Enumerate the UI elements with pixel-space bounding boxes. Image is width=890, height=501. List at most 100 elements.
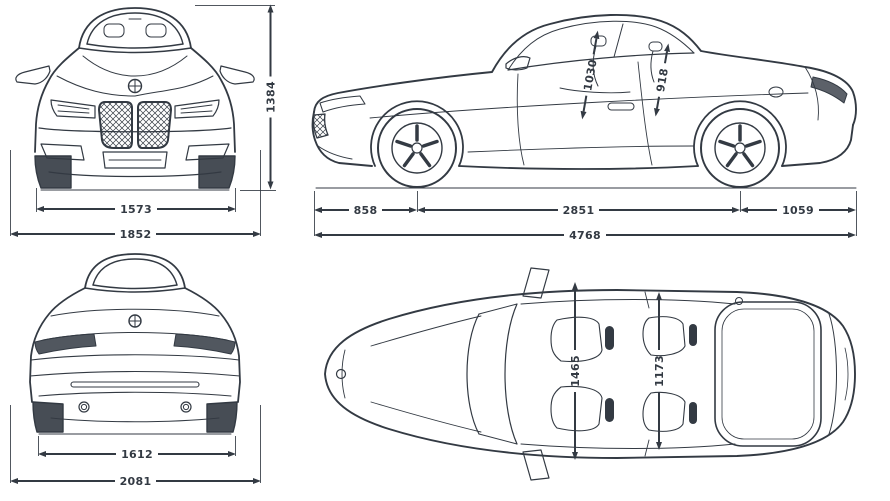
arrowhead-left-icon bbox=[10, 478, 18, 484]
kidney-grille bbox=[98, 101, 172, 149]
arrowhead-left-icon bbox=[572, 452, 578, 460]
extension-line bbox=[235, 436, 236, 456]
side-mirrors bbox=[522, 267, 550, 481]
dim-label: 1059 bbox=[782, 203, 814, 217]
arrowhead-left-icon bbox=[656, 442, 662, 450]
extension-line bbox=[36, 188, 37, 212]
dim-label: 1384 bbox=[264, 81, 277, 113]
arrowhead-right-icon bbox=[267, 4, 274, 13]
arrowhead-left-icon bbox=[652, 108, 660, 117]
rear-wheel bbox=[700, 108, 780, 188]
front-tires bbox=[34, 155, 236, 189]
dim-line bbox=[425, 209, 558, 211]
dim-line bbox=[574, 289, 576, 351]
dim-rear-interior-width: 1173 bbox=[652, 291, 666, 450]
dim-rear-overall-width: 2081 bbox=[10, 474, 262, 488]
bmw-roundel-icon bbox=[128, 314, 142, 328]
side-view-drawing bbox=[311, 13, 857, 189]
dim-line bbox=[582, 95, 588, 112]
tail-seams bbox=[828, 313, 849, 435]
front-wheel bbox=[377, 108, 457, 188]
front-view-drawing bbox=[15, 7, 255, 191]
dim-overall-length: 4768 bbox=[314, 228, 857, 242]
body-sides bbox=[34, 47, 236, 153]
rear-tires bbox=[32, 401, 238, 433]
dim-line bbox=[664, 51, 668, 64]
dim-line bbox=[18, 233, 115, 235]
rear-seats bbox=[642, 316, 697, 432]
arrowhead-right-icon bbox=[572, 281, 578, 290]
dim-label: 4768 bbox=[569, 228, 601, 242]
arrowhead-right-icon bbox=[593, 30, 601, 40]
headlights bbox=[50, 99, 220, 119]
hood-creases bbox=[370, 315, 482, 433]
arrowhead-right-icon bbox=[253, 231, 262, 237]
arrowhead-right-icon bbox=[656, 291, 662, 300]
top-view-drawing bbox=[324, 267, 856, 481]
dim-line bbox=[382, 209, 409, 211]
exhaust-tips bbox=[78, 401, 192, 413]
headlight bbox=[319, 95, 366, 113]
tail-lights bbox=[34, 333, 236, 355]
dim-label: 1612 bbox=[121, 447, 153, 461]
fuel-cap bbox=[735, 297, 743, 305]
rear-view-drawing bbox=[29, 253, 241, 435]
arrowhead-right-icon bbox=[848, 207, 857, 213]
dim-line bbox=[46, 453, 117, 455]
dim-line bbox=[18, 480, 115, 482]
dim-rear-inner-width: 1612 bbox=[38, 447, 237, 461]
rear-wheel-arch bbox=[693, 100, 787, 167]
door-inner-lines bbox=[520, 291, 736, 457]
sill bbox=[458, 165, 699, 170]
rear-bumper bbox=[29, 354, 241, 423]
arrowhead-right-icon bbox=[253, 478, 262, 484]
dim-label: 858 bbox=[353, 203, 378, 217]
extension-line bbox=[240, 190, 276, 191]
dim-line bbox=[574, 391, 576, 452]
arrowhead-right-icon bbox=[228, 206, 237, 212]
extension-line bbox=[260, 150, 261, 236]
arrowhead-right-icon bbox=[228, 451, 237, 457]
body-sides bbox=[29, 287, 241, 403]
arrowhead-right-icon bbox=[732, 207, 741, 213]
front-fascia bbox=[311, 111, 373, 167]
dim-line bbox=[269, 117, 272, 182]
arrowhead-right-icon bbox=[409, 207, 417, 213]
arrowhead-right-icon bbox=[848, 232, 857, 238]
hood-lines bbox=[56, 55, 214, 97]
dim-line bbox=[322, 234, 565, 236]
dim-line bbox=[818, 209, 849, 211]
dim-line bbox=[656, 96, 660, 109]
extension-line bbox=[195, 5, 275, 6]
extension-line bbox=[417, 191, 418, 212]
dim-line bbox=[658, 299, 660, 351]
dim-label: 1573 bbox=[120, 202, 152, 216]
dim-front-inner-width: 1573 bbox=[36, 202, 237, 216]
bmw-roundel-icon bbox=[335, 368, 347, 380]
dim-wheelbase: 2851 bbox=[417, 203, 741, 217]
front-seats bbox=[550, 316, 614, 432]
arrowhead-left-icon bbox=[314, 207, 322, 213]
dim-front-interior-width: 1465 bbox=[568, 281, 582, 460]
arrowhead-left-icon bbox=[38, 451, 46, 457]
headrests bbox=[103, 18, 167, 38]
nose-grille bbox=[312, 113, 329, 139]
dim-line bbox=[322, 209, 349, 211]
extension-line bbox=[260, 405, 261, 483]
dim-line bbox=[157, 453, 229, 455]
soft-top bbox=[78, 7, 192, 54]
rear-bumper bbox=[781, 124, 854, 167]
extension-line bbox=[856, 191, 857, 236]
dim-line bbox=[605, 234, 849, 236]
soft-top bbox=[84, 253, 186, 293]
seats bbox=[559, 35, 663, 94]
dim-front-overhang: 858 bbox=[314, 203, 417, 217]
dim-line bbox=[599, 209, 733, 211]
dim-line bbox=[156, 480, 254, 482]
dim-rear-overhang: 1059 bbox=[740, 203, 857, 217]
body-outline bbox=[324, 289, 856, 459]
dim-label: 1852 bbox=[119, 227, 152, 241]
arrowhead-left-icon bbox=[10, 231, 18, 237]
extension-line bbox=[10, 150, 11, 236]
